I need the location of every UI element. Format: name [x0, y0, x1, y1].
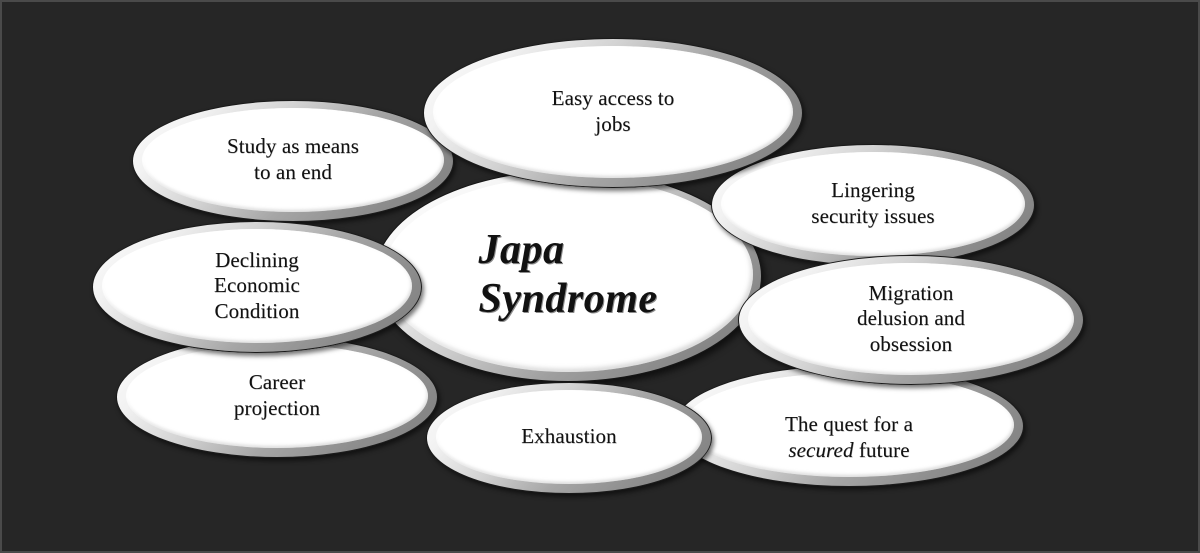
bubble-face: The quest for a secured future: [684, 373, 1014, 477]
bubble-the-quest-for-a-secured-future[interactable]: The quest for a secured future: [674, 365, 1024, 487]
bubble-label: Lingering security issues: [811, 178, 935, 228]
bubble-face: Declining Economic Condition: [102, 229, 412, 343]
bubble-face: Exhaustion: [436, 390, 702, 484]
bubble-easy-access-to-jobs[interactable]: Easy access to jobs: [423, 38, 803, 188]
bubble-label: Exhaustion: [521, 424, 617, 449]
center-bubble-face: Japa Syndrome: [383, 177, 753, 372]
bubble-face: Lingering security issues: [721, 152, 1025, 256]
bubble-exhaustion[interactable]: Exhaustion: [426, 382, 712, 494]
bubble-label-suffix: future: [853, 437, 910, 462]
bubble-career-projection[interactable]: Career projection: [116, 336, 438, 458]
bubble-label: Easy access to jobs: [551, 86, 675, 136]
center-bubble-japa-syndrome[interactable]: Japa Syndrome: [374, 170, 762, 382]
bubble-label: The quest for a secured future: [775, 387, 923, 464]
bubble-label: Study as means to an end: [226, 134, 360, 184]
bubble-study-as-means-to-an-end[interactable]: Study as means to an end: [132, 100, 454, 222]
bubble-face: Migration delusion and obsession: [748, 263, 1074, 375]
bubble-face: Easy access to jobs: [433, 46, 793, 178]
bubble-face: Study as means to an end: [142, 108, 444, 212]
bubble-migration-delusion-and-obsession[interactable]: Migration delusion and obsession: [738, 255, 1084, 385]
bubble-label: Declining Economic Condition: [214, 247, 300, 323]
bubble-lingering-security-issues[interactable]: Lingering security issues: [711, 144, 1035, 266]
bubble-face: Career projection: [126, 344, 428, 448]
bubble-declining-economic-condition[interactable]: Declining Economic Condition: [92, 221, 422, 353]
bubble-label: Migration delusion and obsession: [857, 280, 965, 356]
center-bubble-label: Japa Syndrome: [478, 227, 658, 322]
bubble-label-prefix: The quest for a: [784, 412, 914, 437]
bubble-label-emphasis: secured: [788, 437, 854, 462]
bubble-label: Career projection: [233, 370, 321, 420]
